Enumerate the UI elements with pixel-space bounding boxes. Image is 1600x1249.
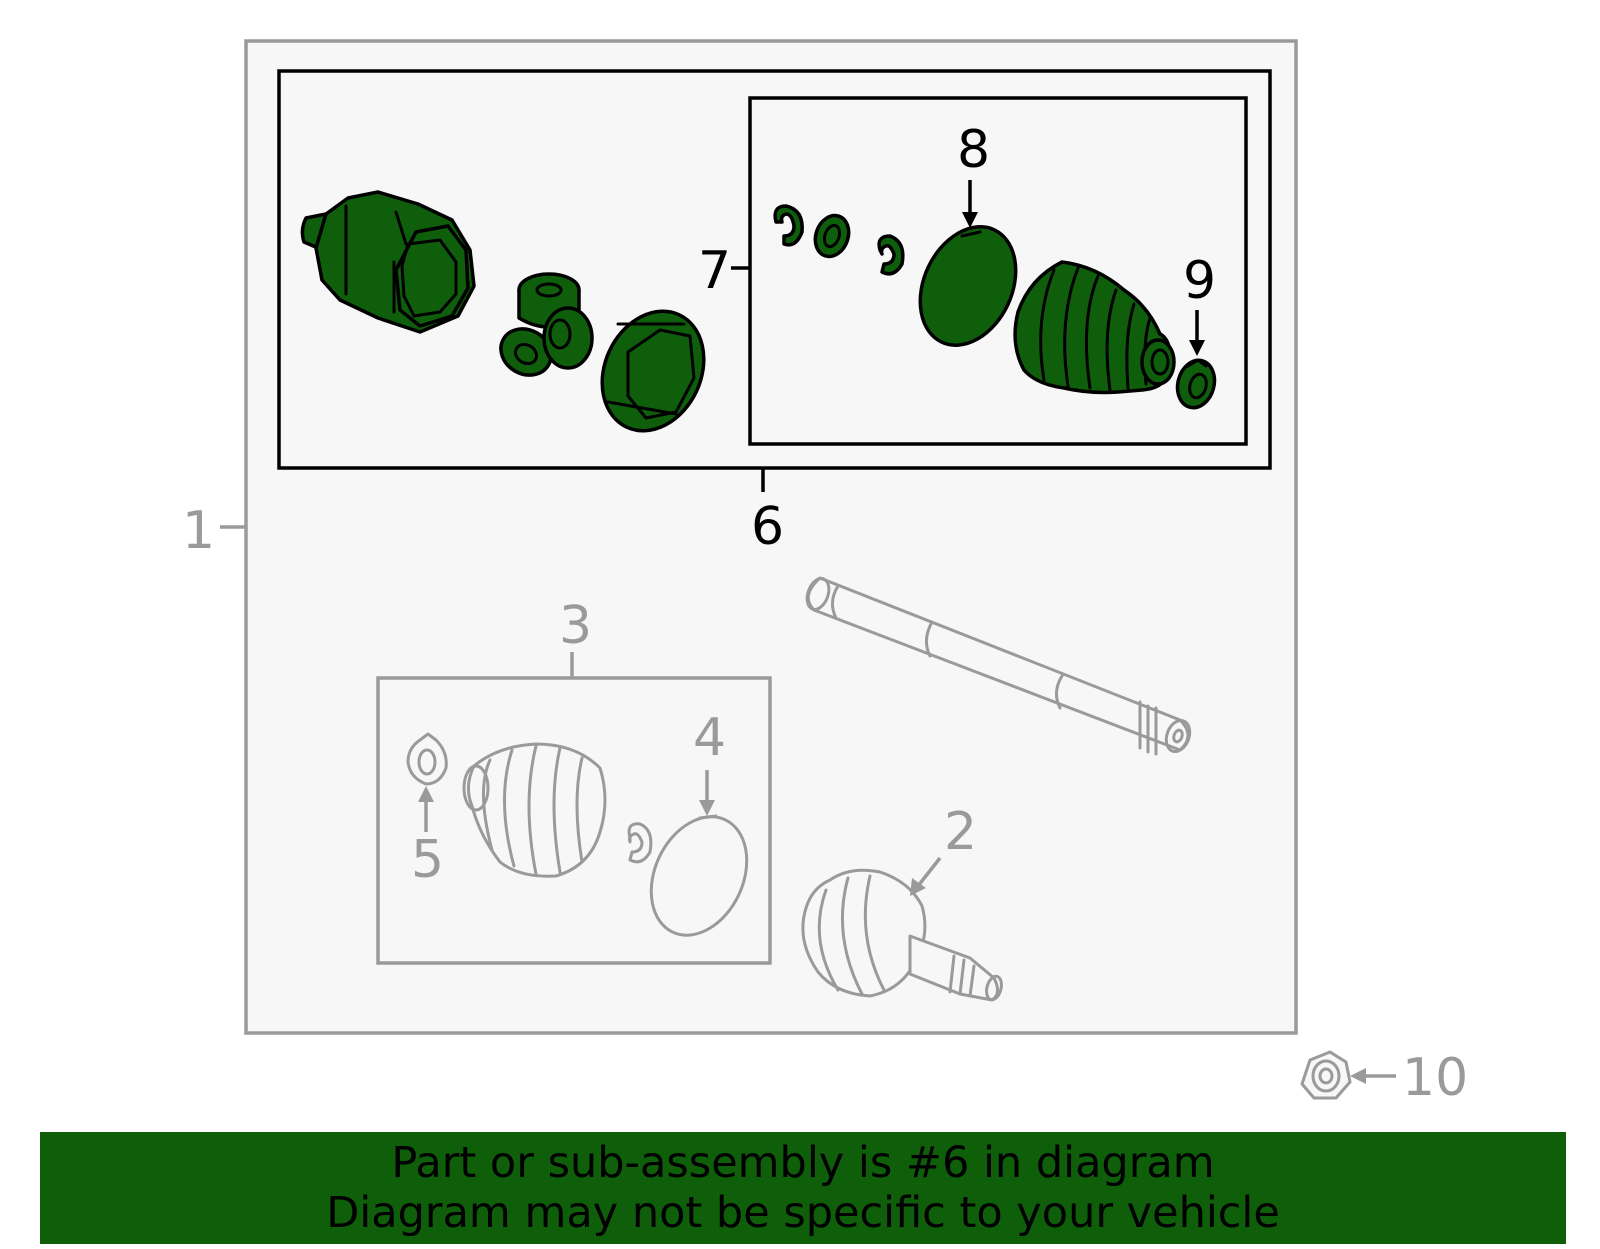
callout-9[interactable]: 9 bbox=[1183, 251, 1216, 311]
snap-ring-small-1[interactable] bbox=[773, 204, 804, 247]
tripod-spider[interactable] bbox=[492, 272, 594, 384]
inner-joint-housing[interactable] bbox=[300, 190, 476, 334]
washer[interactable] bbox=[810, 211, 854, 261]
axle-shaft[interactable] bbox=[803, 576, 1194, 756]
info-banner: Part or sub-assembly is #6 in diagram Di… bbox=[40, 1132, 1566, 1244]
arrow-8-head bbox=[962, 212, 978, 228]
boot-clamp-large-grey[interactable] bbox=[633, 801, 765, 951]
boot-clamp-large[interactable] bbox=[902, 211, 1034, 361]
arrow-2-shaft bbox=[916, 856, 942, 888]
callout-6[interactable]: 6 bbox=[751, 497, 784, 557]
arrow-10-head bbox=[1350, 1068, 1366, 1084]
callout-5[interactable]: 5 bbox=[411, 830, 444, 890]
snap-ring-small-2[interactable] bbox=[877, 234, 905, 276]
snap-ring-grey[interactable] bbox=[627, 822, 653, 864]
boot-clamp-small-grey[interactable] bbox=[406, 732, 448, 786]
callout-2[interactable]: 2 bbox=[944, 802, 977, 862]
arrow-9-head bbox=[1189, 340, 1205, 356]
banner-line-1: Part or sub-assembly is #6 in diagram bbox=[391, 1138, 1215, 1188]
outer-boot[interactable] bbox=[1013, 260, 1176, 395]
axle-nut[interactable] bbox=[1300, 1050, 1352, 1100]
callout-8[interactable]: 8 bbox=[957, 120, 990, 180]
outer-boot-grey[interactable] bbox=[462, 742, 607, 878]
callout-7[interactable]: 7 bbox=[698, 241, 731, 301]
arrow-2-head bbox=[910, 878, 926, 896]
inner-boot[interactable] bbox=[583, 295, 722, 448]
callout-10[interactable]: 10 bbox=[1402, 1048, 1468, 1108]
banner-line-2: Diagram may not be specific to your vehi… bbox=[326, 1188, 1280, 1238]
arrow-4-head bbox=[699, 800, 715, 816]
outer-cv-joint[interactable] bbox=[801, 868, 1004, 1002]
callout-1[interactable]: 1 bbox=[182, 501, 215, 561]
boot-clamp-small[interactable] bbox=[1172, 356, 1219, 412]
callout-3[interactable]: 3 bbox=[559, 596, 592, 656]
arrow-5-head bbox=[418, 786, 434, 802]
callout-4[interactable]: 4 bbox=[693, 708, 726, 768]
